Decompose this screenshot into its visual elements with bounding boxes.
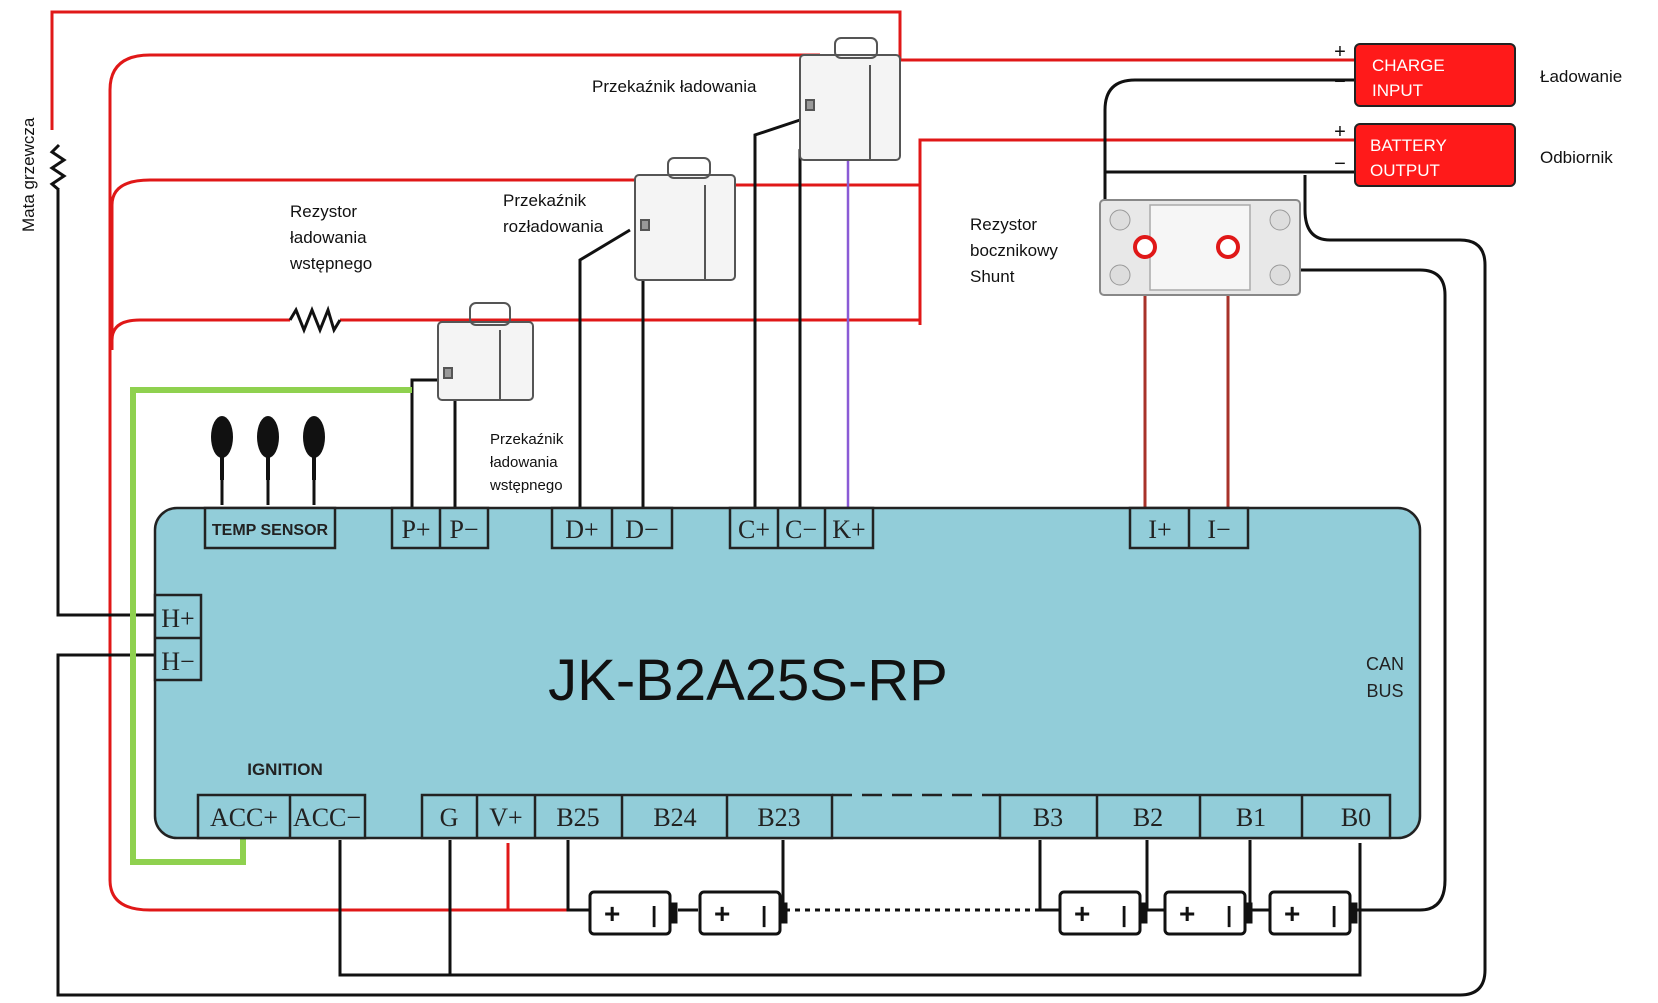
terminal-p-plus: P+ xyxy=(401,515,430,544)
left-connectors xyxy=(153,593,203,682)
battery-cell-marks: + | + | + | + | + | xyxy=(604,898,1337,929)
terminal-i-minus: I− xyxy=(1207,515,1230,544)
battery-output-line2: OUTPUT xyxy=(1370,161,1440,180)
label-rezystor-ladowania-1: Rezystor xyxy=(290,202,357,221)
label-mata-grzewcza: Mata grzewcza xyxy=(19,117,38,232)
svg-text:|: | xyxy=(1331,902,1337,927)
heater-mat-symbol xyxy=(49,143,67,192)
relay-precharge xyxy=(437,302,534,401)
label-przekaznik-rozladowania-1: Przekaźnik xyxy=(503,191,587,210)
label-rezystor-bocznikowy-3: Shunt xyxy=(970,267,1015,286)
terminal-b1: B1 xyxy=(1236,803,1266,832)
label-przekaznik-wstepnego-2: ładowania xyxy=(490,454,558,471)
terminal-b0: B0 xyxy=(1341,803,1371,832)
label-przekaznik-rozladowania-2: rozładowania xyxy=(503,217,604,236)
board-title: JK-B2A25S-RP xyxy=(548,648,948,713)
shunt-terminal-i-minus xyxy=(1216,235,1240,259)
label-ladowanie: Ładowanie xyxy=(1540,67,1622,86)
svg-text:+: + xyxy=(714,898,730,929)
charge-input-line2: INPUT xyxy=(1372,81,1423,100)
terminal-acc-plus: ACC+ xyxy=(210,803,278,832)
wire-ignition xyxy=(130,387,412,865)
shunt-resistor xyxy=(1099,199,1301,296)
battery-output-plus: + xyxy=(1334,121,1346,143)
terminal-b3: B3 xyxy=(1033,803,1063,832)
label-rezystor-ladowania-2: ładowania xyxy=(290,228,367,247)
terminal-b2: B2 xyxy=(1133,803,1163,832)
label-przekaznik-ladowania: Przekaźnik ładowania xyxy=(592,77,757,96)
label-przekaznik-wstepnego-1: Przekaźnik xyxy=(490,431,564,448)
label-rezystor-ladowania-3: wstępnego xyxy=(289,254,372,273)
terminal-b23: B23 xyxy=(757,803,800,832)
svg-text:|: | xyxy=(1226,902,1232,927)
terminal-h-minus: H− xyxy=(161,647,194,676)
svg-text:|: | xyxy=(761,902,767,927)
terminal-v-plus: V+ xyxy=(489,803,522,832)
terminal-acc-minus: ACC− xyxy=(293,803,361,832)
relay-charge xyxy=(799,37,901,161)
terminal-d-plus: D+ xyxy=(565,515,598,544)
battery-output-line1: BATTERY xyxy=(1370,136,1447,155)
terminal-c-minus: C− xyxy=(785,515,817,544)
can-bus-label-line1: CAN xyxy=(1366,654,1404,674)
charge-input-line1: CHARGE xyxy=(1372,56,1445,75)
bottom-connectors xyxy=(196,793,1392,840)
label-przekaznik-wstepnego-3: wstępnego xyxy=(489,477,563,494)
terminal-b25: B25 xyxy=(556,803,599,832)
terminal-k-plus: K+ xyxy=(832,515,865,544)
shunt-terminal-i-plus xyxy=(1133,235,1157,259)
temp-sensor-probes xyxy=(211,416,325,480)
svg-text:|: | xyxy=(651,902,657,927)
label-rezystor-bocznikowy-1: Rezystor xyxy=(970,215,1037,234)
battery-cells xyxy=(588,890,1358,936)
temp-sensor-label: TEMP SENSOR xyxy=(212,522,329,539)
label-rezystor-bocznikowy-2: bocznikowy xyxy=(970,241,1058,260)
can-bus-label-line2: BUS xyxy=(1366,681,1403,701)
terminal-b24: B24 xyxy=(653,803,696,832)
terminal-d-minus: D− xyxy=(625,515,658,544)
top-connectors xyxy=(203,506,1250,550)
svg-text:+: + xyxy=(1179,898,1195,929)
terminal-c-plus: C+ xyxy=(738,515,770,544)
charge-input-minus: − xyxy=(1334,71,1346,93)
charge-input-box xyxy=(1354,43,1516,107)
battery-output-minus: − xyxy=(1334,153,1346,175)
relay-discharge xyxy=(634,157,736,281)
wires-red xyxy=(50,10,1355,912)
terminal-p-minus: P− xyxy=(449,515,478,544)
charge-input-plus: + xyxy=(1334,41,1346,63)
svg-text:|: | xyxy=(1121,902,1127,927)
svg-text:+: + xyxy=(1074,898,1090,929)
terminal-h-plus: H+ xyxy=(161,604,194,633)
terminal-i-plus: I+ xyxy=(1148,515,1171,544)
terminal-g: G xyxy=(440,803,459,832)
battery-output-box xyxy=(1354,123,1516,187)
svg-text:+: + xyxy=(1284,898,1300,929)
ignition-label: IGNITION xyxy=(247,760,323,779)
label-odbiornik: Odbiornik xyxy=(1540,148,1613,167)
precharge-resistor-symbol xyxy=(288,305,342,335)
svg-text:+: + xyxy=(604,898,620,929)
wires-black xyxy=(56,78,1487,997)
